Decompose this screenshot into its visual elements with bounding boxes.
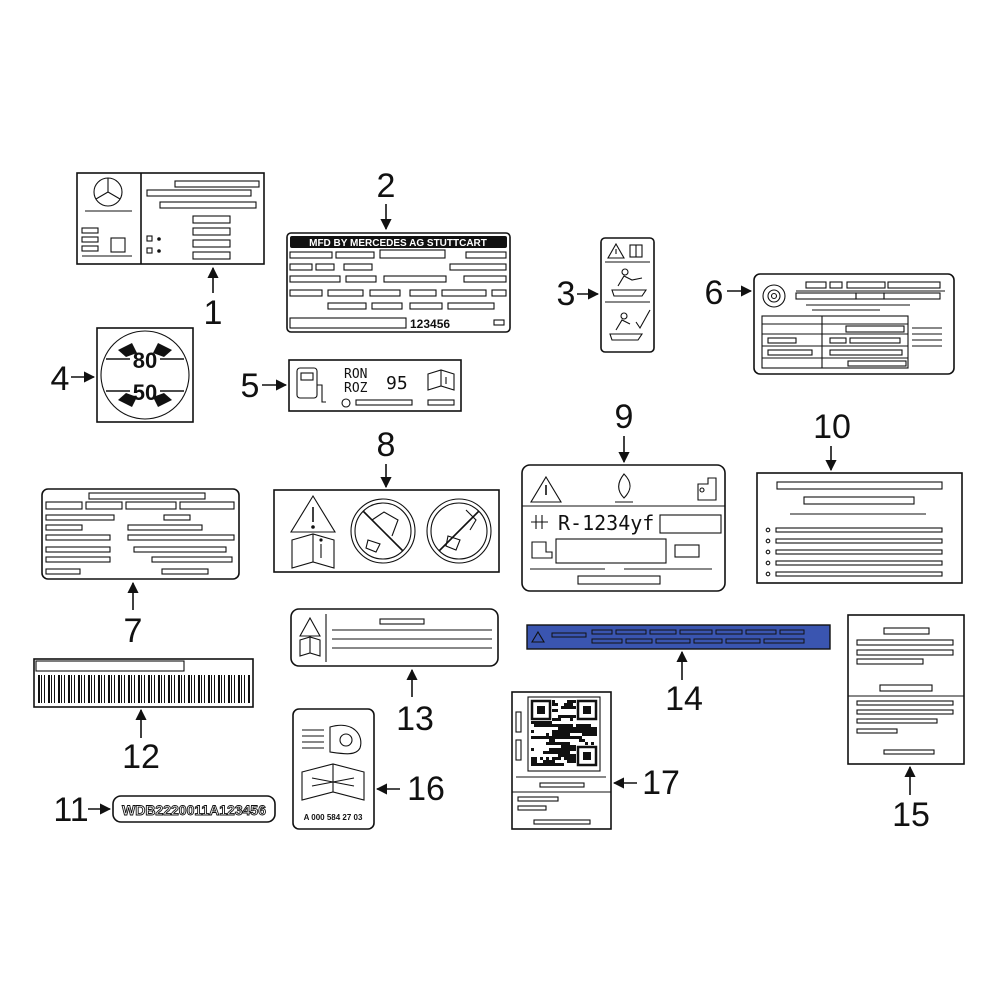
refrigerant-text: R-1234yf bbox=[558, 511, 654, 535]
callout-3: 3 bbox=[557, 275, 576, 313]
callout-5: 5 bbox=[241, 367, 260, 405]
callout-14: 14 bbox=[665, 680, 703, 718]
service-manual-wrench-icon bbox=[301, 763, 365, 801]
manual-book-icon bbox=[299, 636, 321, 657]
fuel-pump-icon bbox=[296, 367, 326, 403]
no-child-seat-rear-icon bbox=[426, 498, 492, 564]
ac-compressor-icon bbox=[531, 541, 553, 559]
speed-bottom-text: 50 bbox=[133, 380, 157, 405]
part-number-text: A 000 584 27 03 bbox=[304, 813, 363, 822]
label-7-info-label bbox=[41, 488, 240, 580]
barcode-icon bbox=[38, 675, 250, 703]
mercedes-star-icon bbox=[93, 177, 123, 207]
warning-triangle-icon bbox=[607, 242, 625, 259]
no-child-seat-icon bbox=[350, 498, 416, 564]
qr-code-icon bbox=[527, 696, 601, 772]
label-2-header-text: MFD BY MERCEDES AG STUTTCART bbox=[309, 238, 487, 249]
callout-12: 12 bbox=[122, 738, 160, 776]
callout-11: 11 bbox=[53, 791, 88, 829]
label-12-barcode-label bbox=[33, 658, 254, 708]
vin-text: WDB2220011A123456 bbox=[122, 802, 266, 818]
label-3-child-seat-warning bbox=[600, 237, 655, 353]
child-seat-check-icon bbox=[609, 309, 651, 341]
child-seat-icon bbox=[611, 268, 648, 297]
roz-text: ROZ bbox=[344, 381, 368, 396]
label-1-vehicle-id-plate bbox=[76, 172, 265, 265]
compressor-icon bbox=[697, 477, 717, 501]
warning-triangle-icon bbox=[290, 494, 336, 533]
callout-17: 17 bbox=[642, 764, 680, 802]
label-5-fuel-label: RON ROZ 95 bbox=[288, 359, 462, 412]
callout-1: 1 bbox=[204, 294, 223, 332]
headlamp-icon bbox=[302, 724, 362, 755]
label-16-service-label: A 000 584 27 03 bbox=[292, 708, 375, 830]
manual-book-icon bbox=[291, 533, 335, 569]
label-13-warning-text-label bbox=[290, 608, 499, 667]
label-6-tire-pressure-label bbox=[753, 273, 955, 375]
label-2-code-text: 123456 bbox=[410, 317, 450, 331]
label-2-manufacturer-plate: MFD BY MERCEDES AG STUTTCART 123456 bbox=[286, 232, 511, 333]
callout-4: 4 bbox=[51, 360, 70, 398]
warning-triangle-icon bbox=[299, 616, 321, 637]
callout-10: 10 bbox=[813, 408, 851, 446]
warning-triangle-icon bbox=[531, 630, 545, 643]
octane-text: 95 bbox=[386, 373, 408, 394]
warning-triangle-icon bbox=[530, 475, 562, 503]
label-10-text-label bbox=[756, 472, 963, 584]
label-17-qr-code-label bbox=[511, 691, 612, 830]
mercedes-star-icon bbox=[341, 398, 351, 408]
callout-9: 9 bbox=[615, 398, 634, 436]
label-8-airbag-warning bbox=[273, 489, 500, 573]
label-9-ac-refrigerant-label: R-1234yf bbox=[521, 464, 726, 592]
callout-2: 2 bbox=[377, 167, 396, 205]
label-14-blue-warning-strip bbox=[526, 624, 831, 650]
callout-13: 13 bbox=[396, 700, 434, 738]
callout-8: 8 bbox=[377, 426, 396, 464]
label-4-speed-limit-disc: 80 50 bbox=[96, 327, 194, 423]
flammable-icon bbox=[615, 473, 633, 503]
callout-16: 16 bbox=[407, 770, 445, 808]
refrigerant-icon bbox=[531, 515, 548, 529]
callout-6: 6 bbox=[705, 274, 724, 312]
tire-icon bbox=[762, 284, 786, 308]
label-11-vin-plate: WDB2220011A123456 bbox=[112, 795, 276, 823]
callout-7: 7 bbox=[124, 612, 143, 650]
speed-top-text: 80 bbox=[133, 348, 157, 373]
label-15-instruction-sheet bbox=[847, 614, 965, 765]
manual-book-icon bbox=[427, 369, 455, 391]
callout-15: 15 bbox=[892, 796, 930, 834]
ron-text: RON bbox=[344, 367, 367, 382]
